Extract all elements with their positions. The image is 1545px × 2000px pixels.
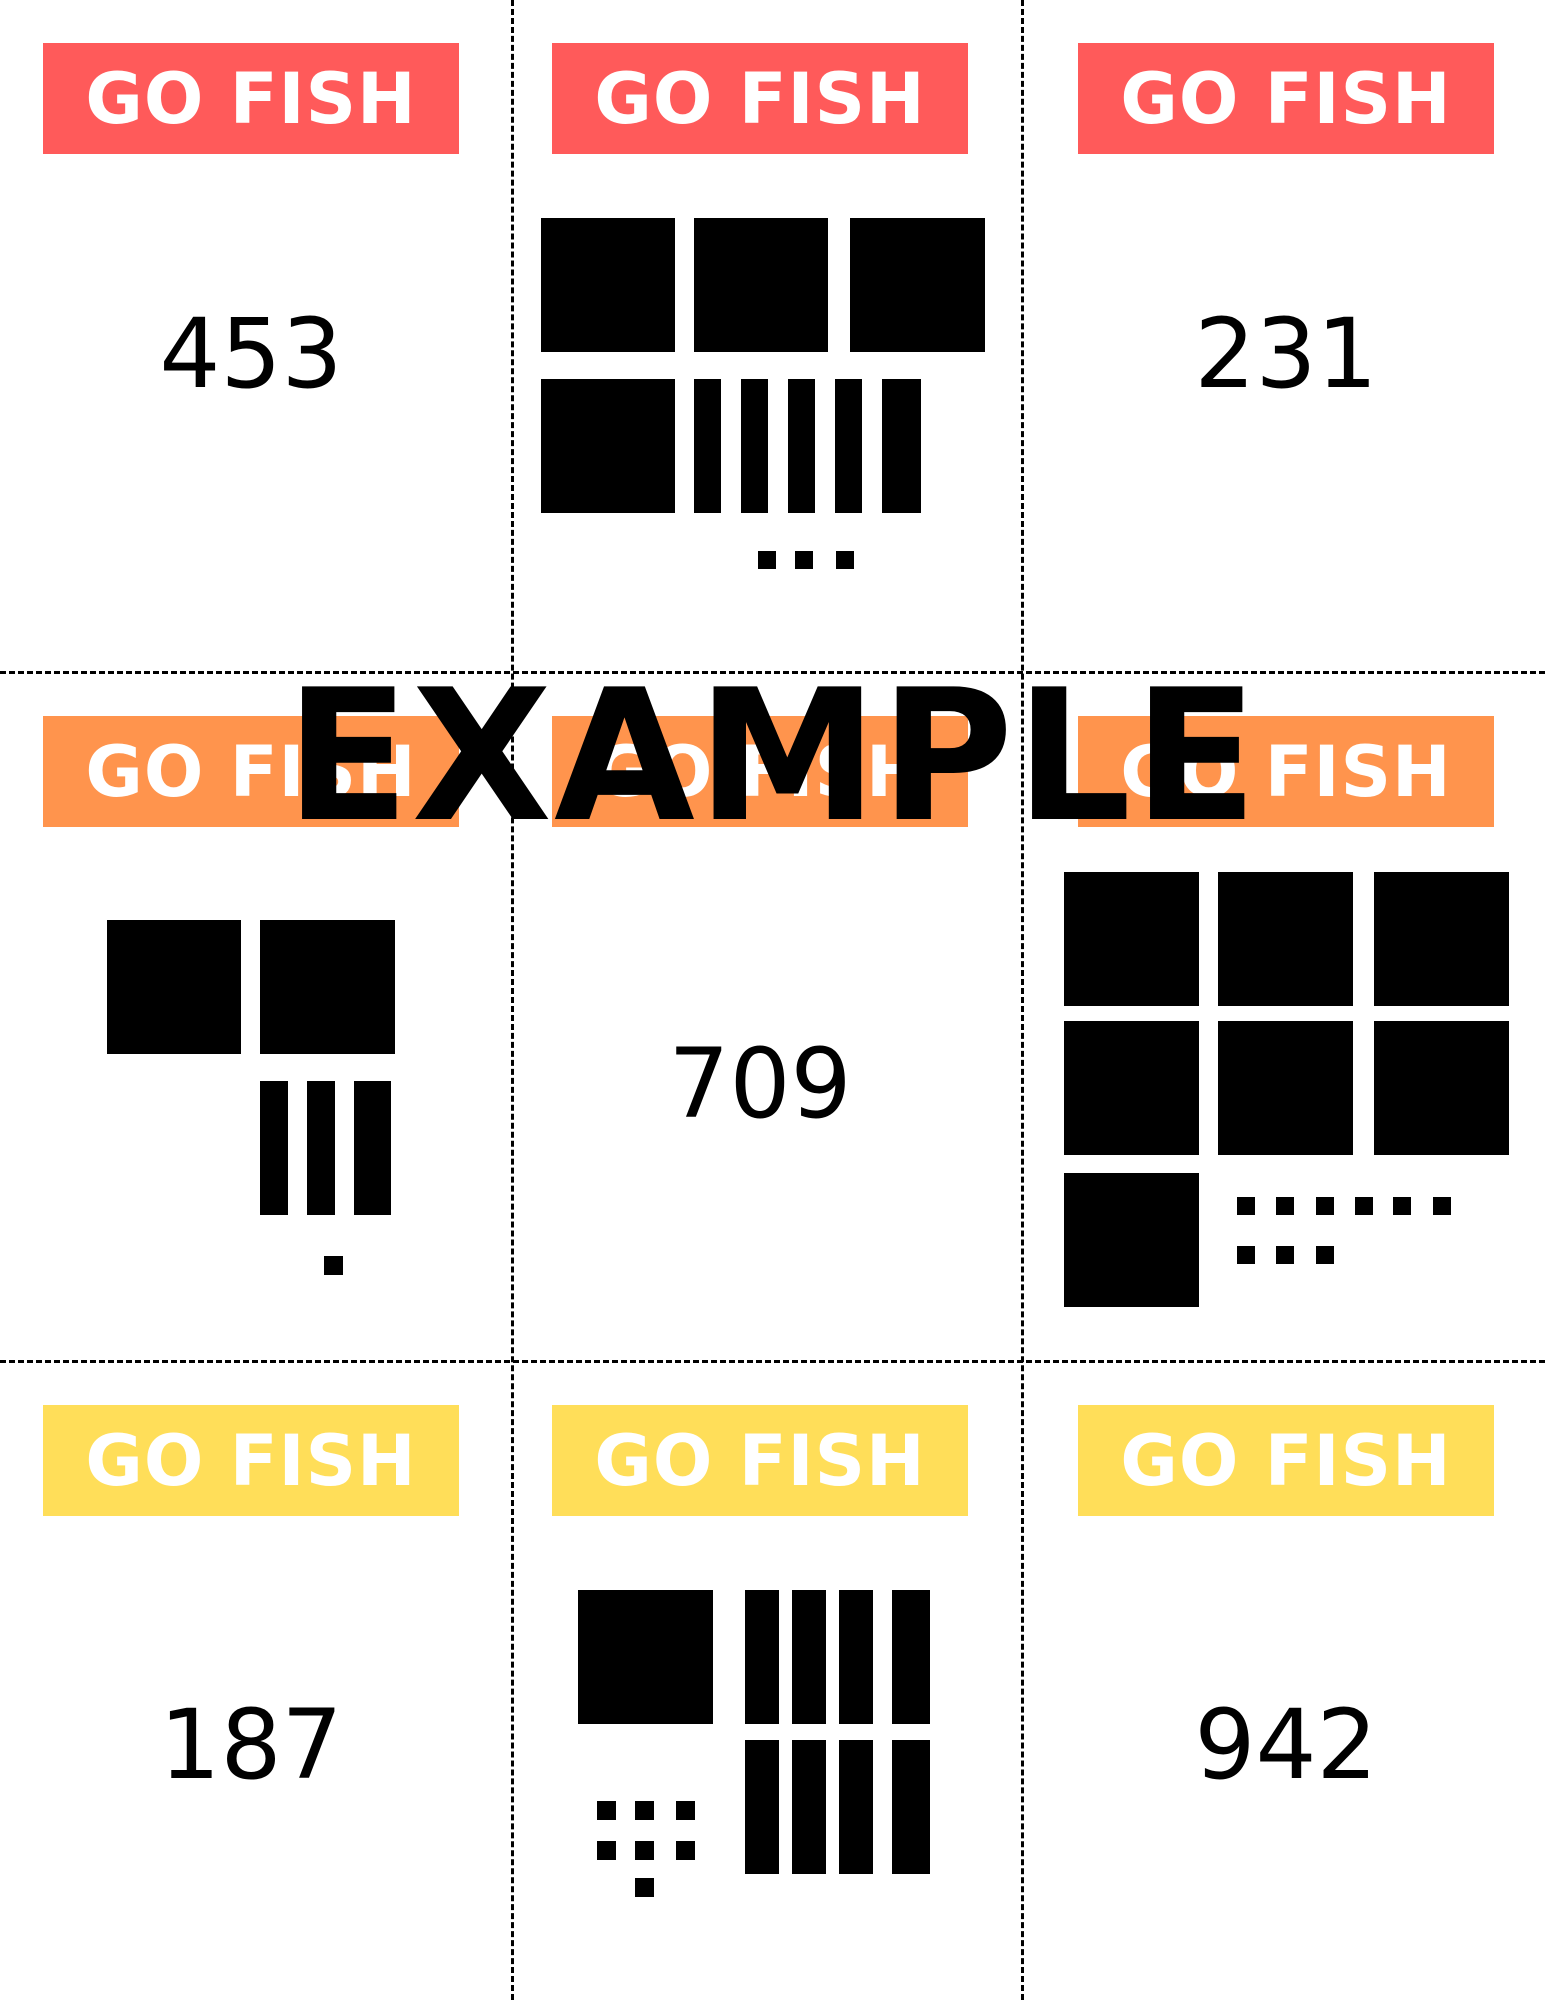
ten-rod	[892, 1590, 930, 1724]
ten-rod	[892, 1740, 930, 1874]
one-unit	[635, 1841, 654, 1860]
hundred-block	[1218, 1021, 1353, 1155]
hundred-block	[1374, 1021, 1509, 1155]
ten-rod	[839, 1590, 873, 1724]
one-unit	[635, 1801, 654, 1820]
ten-rod	[260, 1081, 288, 1215]
hundred-block	[578, 1590, 713, 1724]
card-banner: GO FISH	[43, 716, 459, 827]
one-unit	[1433, 1197, 1451, 1215]
card-banner: GO FISH	[43, 43, 459, 154]
hundred-block	[1064, 872, 1199, 1006]
one-unit	[676, 1841, 695, 1860]
one-unit	[795, 551, 813, 569]
one-unit	[1237, 1246, 1255, 1264]
hundred-block	[1064, 1173, 1199, 1307]
card-banner: GO FISH	[43, 1405, 459, 1516]
one-unit	[635, 1878, 654, 1897]
one-unit	[1393, 1197, 1411, 1215]
ten-rod	[741, 379, 768, 513]
hundred-block	[541, 379, 675, 513]
ten-rod	[792, 1590, 826, 1724]
ten-rod	[307, 1081, 335, 1215]
card-number: 187	[159, 1689, 343, 1801]
one-unit	[597, 1801, 616, 1820]
cut-line-vertical	[1021, 0, 1024, 2000]
one-unit	[1276, 1246, 1294, 1264]
hundred-block	[694, 218, 828, 352]
one-unit	[836, 551, 854, 569]
ten-rod	[694, 379, 721, 513]
ten-rod	[354, 1081, 391, 1215]
ten-rod	[839, 1740, 873, 1874]
card-banner: GO FISH	[1078, 716, 1494, 827]
ten-rod	[882, 379, 921, 513]
hundred-block	[1064, 1021, 1199, 1155]
hundred-block	[1218, 872, 1353, 1006]
example-watermark: EXAMPLE	[285, 650, 1260, 862]
card-banner: GO FISH	[1078, 43, 1494, 154]
one-unit	[758, 551, 776, 569]
one-unit	[324, 1256, 343, 1275]
card-number: 453	[159, 298, 343, 410]
one-unit	[1355, 1197, 1373, 1215]
hundred-block	[541, 218, 675, 352]
card-banner: GO FISH	[552, 716, 968, 827]
ten-rod	[788, 379, 815, 513]
ten-rod	[745, 1740, 779, 1874]
card-banner: GO FISH	[1078, 1405, 1494, 1516]
one-unit	[597, 1841, 616, 1860]
card-number: 231	[1194, 298, 1378, 410]
ten-rod	[745, 1590, 779, 1724]
one-unit	[1237, 1197, 1255, 1215]
cut-line-vertical	[511, 0, 514, 2000]
card-number: 942	[1194, 1689, 1378, 1801]
hundred-block	[1374, 872, 1509, 1006]
card-number: 709	[668, 1028, 852, 1140]
card-banner: GO FISH	[552, 43, 968, 154]
one-unit	[1316, 1197, 1334, 1215]
hundred-block	[107, 920, 241, 1054]
ten-rod	[835, 379, 862, 513]
card-banner: GO FISH	[552, 1405, 968, 1516]
one-unit	[1276, 1197, 1294, 1215]
cut-line-horizontal	[0, 1360, 1545, 1363]
hundred-block	[850, 218, 985, 352]
ten-rod	[792, 1740, 826, 1874]
one-unit	[1316, 1246, 1334, 1264]
cut-line-horizontal	[0, 671, 1545, 674]
hundred-block	[260, 920, 395, 1054]
one-unit	[676, 1801, 695, 1820]
